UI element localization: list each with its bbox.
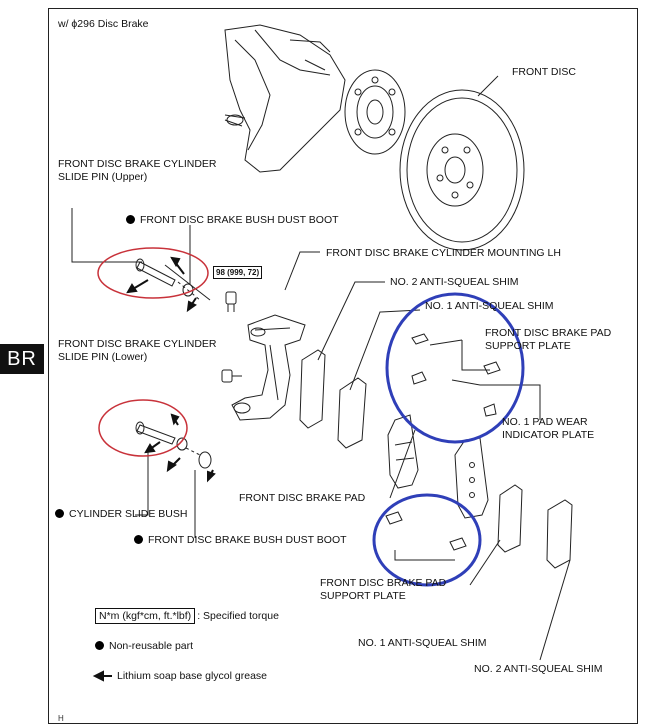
non-reusable-dot-icon [134, 535, 143, 544]
red-circle-lower-pin [98, 399, 188, 457]
label-no2-shim-bottom: NO. 2 ANTI-SQUEAL SHIM [474, 663, 603, 675]
slide-pin-lower-drawing [135, 421, 212, 469]
non-reusable-dot-icon [95, 641, 104, 650]
label-wear-indicator: NO. 1 PAD WEAR INDICATOR PLATE [502, 416, 595, 441]
label-front-disc: FRONT DISC [512, 66, 576, 78]
legend-torque: N*m (kgf*cm, ft.*lbf): Specified torque [95, 608, 279, 624]
diagram-header: w/ ϕ296 Disc Brake [58, 18, 149, 30]
blue-highlight-circles [372, 292, 525, 587]
section-tab: BR [0, 344, 44, 374]
label-bush-dust-boot-top: FRONT DISC BRAKE BUSH DUST BOOT [126, 214, 339, 227]
support-plate-clips [385, 333, 501, 551]
legend-torque-box: N*m (kgf*cm, ft.*lbf) [95, 608, 196, 624]
blue-circle-lower-plates [372, 493, 482, 587]
legend-non-reusable: Non-reusable part [95, 640, 193, 653]
red-circle-upper-pin [97, 247, 209, 299]
legend-arrow-icon [92, 670, 112, 682]
label-no1-shim-top: NO. 1 ANTI-SQUEAL SHIM [425, 300, 554, 312]
legend-grease: Lithium soap base glycol grease [117, 670, 268, 682]
knuckle-hub-drawing [224, 24, 406, 173]
label-no2-shim-top: NO. 2 ANTI-SQUEAL SHIM [390, 276, 519, 288]
corner-code-left: H [58, 714, 64, 723]
label-bush-dust-boot-bottom: FRONT DISC BRAKE BUSH DUST BOOT [134, 534, 347, 547]
bolts-drawing [221, 291, 242, 383]
label-pad-support-plate-bottom: FRONT DISC BRAKE PAD SUPPORT PLATE [320, 577, 447, 602]
non-reusable-dot-icon [55, 509, 64, 518]
label-slide-pin-lower: FRONT DISC BRAKE CYLINDER SLIDE PIN (Low… [58, 338, 217, 363]
diagram-frame [48, 8, 638, 724]
blue-circle-upper-plates [385, 292, 525, 444]
torque-spec-badge: 98 (999, 72) [213, 266, 263, 279]
red-highlight-circles [97, 247, 209, 457]
leader-lines [71, 208, 571, 661]
label-brake-pad: FRONT DISC BRAKE PAD [239, 492, 366, 504]
shims-and-pads-drawing [299, 349, 573, 569]
front-disc-drawing [399, 75, 525, 251]
non-reusable-dot-icon [126, 215, 135, 224]
label-pad-support-plate-top: FRONT DISC BRAKE PAD SUPPORT PLATE [485, 327, 612, 352]
label-cylinder-mounting: FRONT DISC BRAKE CYLINDER MOUNTING LH [326, 247, 561, 259]
caliper-mount-drawing [231, 314, 306, 421]
label-slide-pin-upper: FRONT DISC BRAKE CYLINDER SLIDE PIN (Upp… [58, 158, 217, 183]
label-cylinder-slide-bush: CYLINDER SLIDE BUSH [55, 508, 187, 521]
grease-arrows [126, 256, 216, 483]
label-no1-shim-bottom: NO. 1 ANTI-SQUEAL SHIM [358, 637, 487, 649]
